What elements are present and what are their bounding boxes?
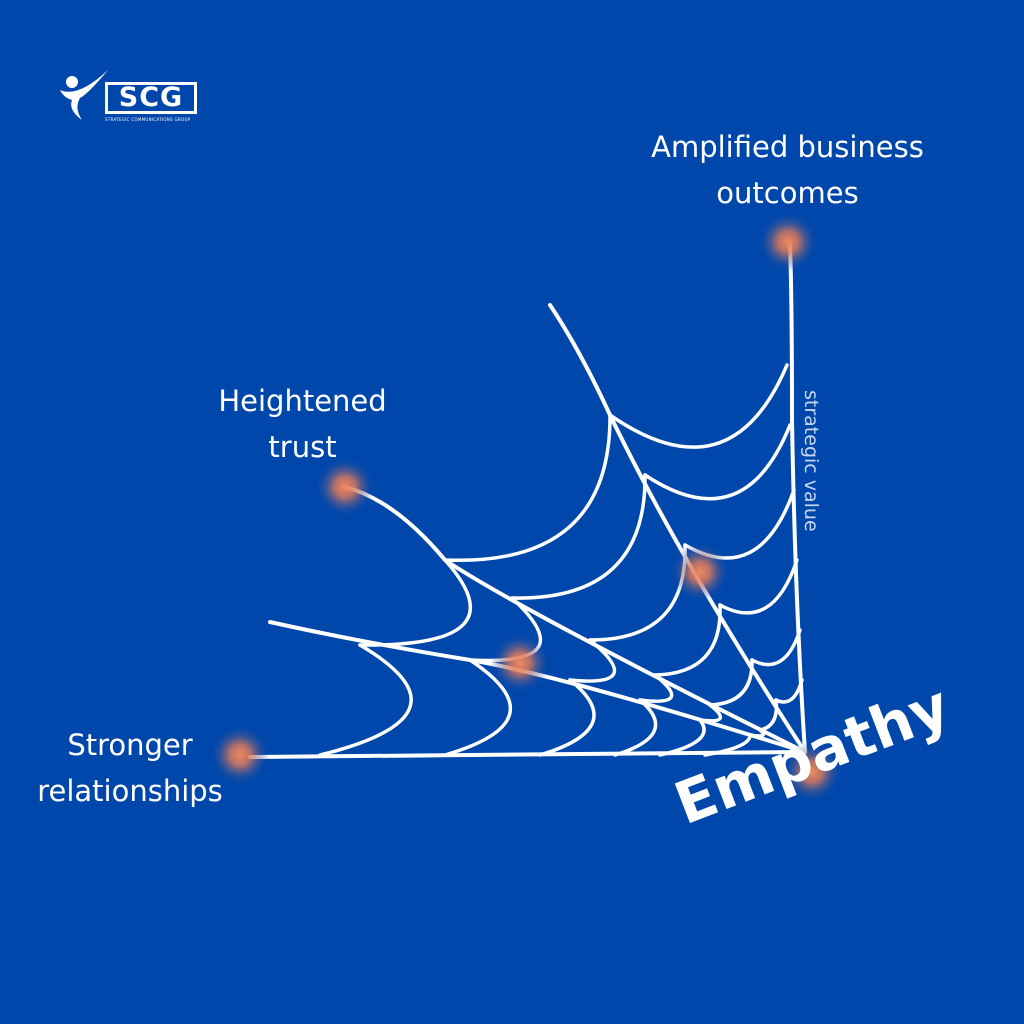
spiral-strand bbox=[708, 658, 754, 707]
spiral-strand bbox=[718, 558, 799, 615]
spiral-strand bbox=[568, 638, 617, 683]
glow-dot bbox=[758, 212, 818, 272]
glow-dot bbox=[490, 633, 550, 693]
label-line: Stronger bbox=[67, 728, 193, 762]
radial-strand bbox=[788, 243, 807, 754]
spiral-strand bbox=[588, 543, 687, 642]
scg-logo: SCG STRATEGIC COMMUNICATIONS GROUP bbox=[58, 68, 203, 128]
glow-dot bbox=[315, 457, 375, 517]
logo-initials: SCG bbox=[105, 82, 197, 114]
spiral-strand bbox=[750, 628, 802, 667]
label-strategic-value: strategic value bbox=[800, 390, 822, 532]
spiral-strand bbox=[613, 698, 658, 757]
spiral-strand bbox=[653, 603, 722, 677]
label-line: Heightened bbox=[218, 384, 387, 418]
label-amplified-business-outcomes: Amplified business outcomes bbox=[615, 124, 960, 216]
glow-dot bbox=[782, 742, 842, 802]
spiral-strand bbox=[703, 733, 752, 757]
label-heightened-trust: Heightened trust bbox=[190, 378, 415, 470]
spiral-strand bbox=[758, 698, 779, 732]
spiral-strand bbox=[318, 643, 413, 757]
spiral-strand bbox=[698, 703, 723, 723]
spiral-strand bbox=[608, 363, 789, 449]
spiral-strand bbox=[638, 673, 674, 703]
spiral-strand bbox=[443, 413, 612, 563]
radial-strand bbox=[343, 485, 807, 754]
radial-strand bbox=[548, 303, 807, 754]
spiral-strand bbox=[658, 718, 706, 757]
glow-dot bbox=[210, 725, 270, 785]
glow-dot bbox=[670, 542, 730, 602]
label-line: outcomes bbox=[716, 176, 859, 210]
spiral-strand bbox=[538, 678, 596, 757]
running-figure-icon bbox=[60, 70, 108, 120]
spiral-strand bbox=[443, 658, 513, 757]
logo-tagline: STRATEGIC COMMUNICATIONS GROUP bbox=[105, 117, 191, 122]
spiral-strand bbox=[510, 473, 647, 600]
label-line: trust bbox=[268, 430, 337, 464]
label-stronger-relationships: Stronger relationships bbox=[10, 722, 250, 814]
label-line: relationships bbox=[37, 774, 223, 808]
spiral-strand bbox=[774, 678, 804, 704]
spiral-strand bbox=[643, 423, 792, 501]
label-line: Amplified business bbox=[651, 130, 924, 164]
spiral-strand bbox=[358, 558, 473, 647]
